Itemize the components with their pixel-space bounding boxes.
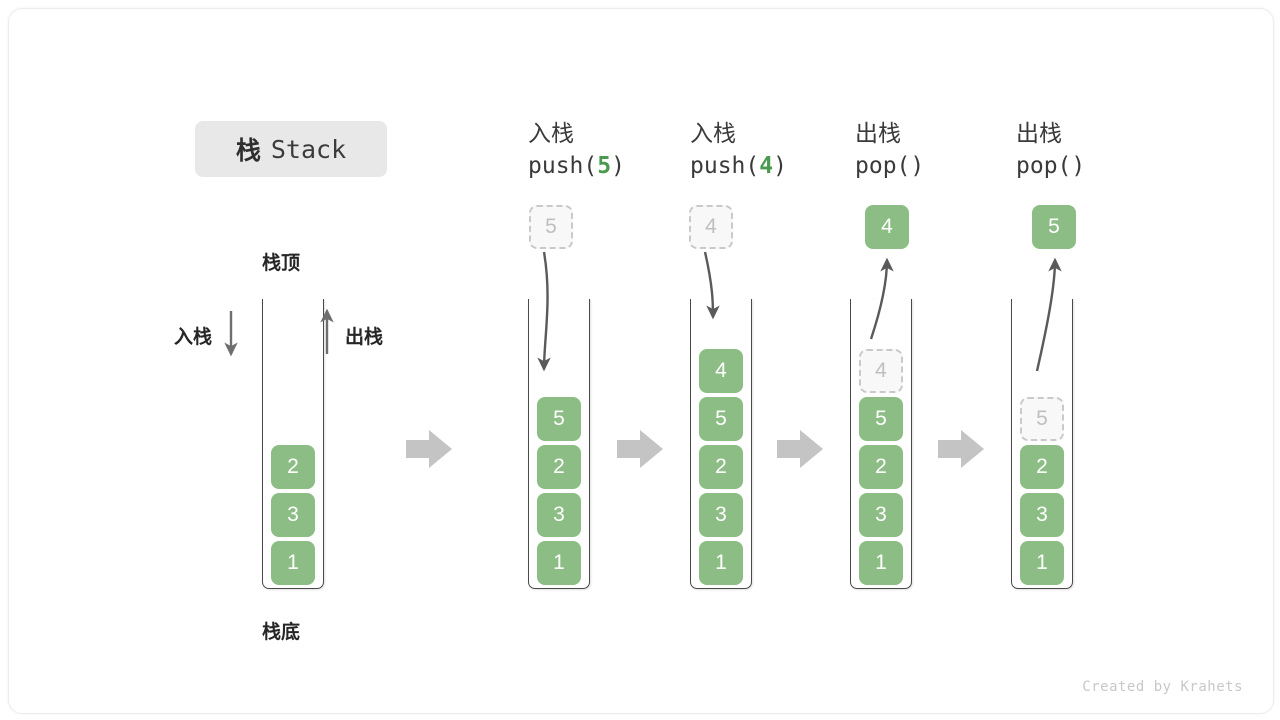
stack-cell[interactable]: 2: [271, 445, 315, 489]
header-label-cn: 出栈: [855, 120, 901, 146]
step-arrow: [777, 430, 823, 468]
stack-cells: 1 3 2 5 4: [850, 349, 912, 585]
stack-cell-removed[interactable]: 4: [859, 349, 903, 393]
popped-element-5[interactable]: 5: [1032, 205, 1076, 249]
stack-wall: [262, 299, 324, 589]
step-arrow: [406, 430, 452, 468]
title-chinese: 栈: [235, 137, 262, 165]
stack-cell[interactable]: 3: [271, 493, 315, 537]
stack-cell[interactable]: 4: [699, 349, 743, 393]
stack-cell[interactable]: 3: [1020, 493, 1064, 537]
stack-after-push-5: 1 3 2 5: [528, 299, 590, 589]
column-header-pop-5: 出栈 pop(): [1016, 117, 1166, 183]
stack-cells: 1 3 2 5 4: [690, 349, 752, 585]
stack-cell[interactable]: 5: [537, 397, 581, 441]
stack-after-push-4: 1 3 2 5 4: [690, 299, 752, 589]
label-stack-bottom: 栈底: [262, 622, 301, 643]
popped-element-4[interactable]: 4: [865, 205, 909, 249]
header-label-code: pop(): [1016, 153, 1086, 179]
stack-cell[interactable]: 1: [1020, 541, 1064, 585]
stack-wall: [690, 299, 752, 589]
credit-text: Created by Krahets: [1082, 679, 1243, 695]
step-arrow: [938, 430, 984, 468]
stack-cell[interactable]: 2: [859, 445, 903, 489]
label-pop: 出栈: [345, 327, 384, 348]
stack-cell[interactable]: 1: [271, 541, 315, 585]
stack-cell-removed[interactable]: 5: [1020, 397, 1064, 441]
stack-wall: [528, 299, 590, 589]
header-label-cn: 出栈: [1016, 120, 1062, 146]
stack-cell[interactable]: 2: [1020, 445, 1064, 489]
header-label-cn: 入栈: [528, 120, 574, 146]
header-label-code: push(5): [528, 153, 625, 179]
stack-after-pop-4: 1 3 2 5 4: [850, 299, 912, 589]
stack-wall: [850, 299, 912, 589]
header-label-code: pop(): [855, 153, 925, 179]
stack-after-pop-5: 1 3 2 5: [1011, 299, 1073, 589]
diagram-title: 栈 Stack: [195, 121, 387, 177]
column-header-push-5: 入栈 push(5): [528, 117, 678, 183]
stack-cell[interactable]: 1: [859, 541, 903, 585]
arrows-overlay: [224, 251, 1062, 468]
header-arg: 5: [597, 153, 612, 179]
stack-cell[interactable]: 5: [859, 397, 903, 441]
stack-cell[interactable]: 3: [537, 493, 581, 537]
stack-cell[interactable]: 1: [699, 541, 743, 585]
header-label-cn: 入栈: [690, 120, 736, 146]
stack-cell[interactable]: 5: [699, 397, 743, 441]
header-label-code: push(4): [690, 153, 787, 179]
header-arg: 4: [759, 153, 774, 179]
incoming-element-4[interactable]: 4: [689, 205, 733, 249]
stack-cell[interactable]: 2: [537, 445, 581, 489]
step-arrow: [617, 430, 663, 468]
incoming-element-5[interactable]: 5: [529, 205, 573, 249]
column-header-push-4: 入栈 push(4): [690, 117, 840, 183]
stack-cells: 1 3 2 5: [1011, 397, 1073, 585]
stack-cell[interactable]: 2: [699, 445, 743, 489]
stack-initial: 1 3 2: [262, 299, 324, 589]
label-push: 入栈: [174, 327, 213, 348]
stack-cells: 1 3 2 5: [528, 397, 590, 585]
stack-cells: 1 3 2: [262, 445, 324, 585]
diagram-canvas: 栈 Stack 入栈 push(5) 入栈 push(4) 出栈 pop() 出…: [8, 8, 1274, 714]
title-english: Stack: [270, 134, 347, 164]
stack-cell[interactable]: 3: [859, 493, 903, 537]
label-stack-top: 栈顶: [262, 253, 301, 274]
column-header-pop-4: 出栈 pop(): [855, 117, 1005, 183]
stack-cell[interactable]: 3: [699, 493, 743, 537]
stack-cell[interactable]: 1: [537, 541, 581, 585]
